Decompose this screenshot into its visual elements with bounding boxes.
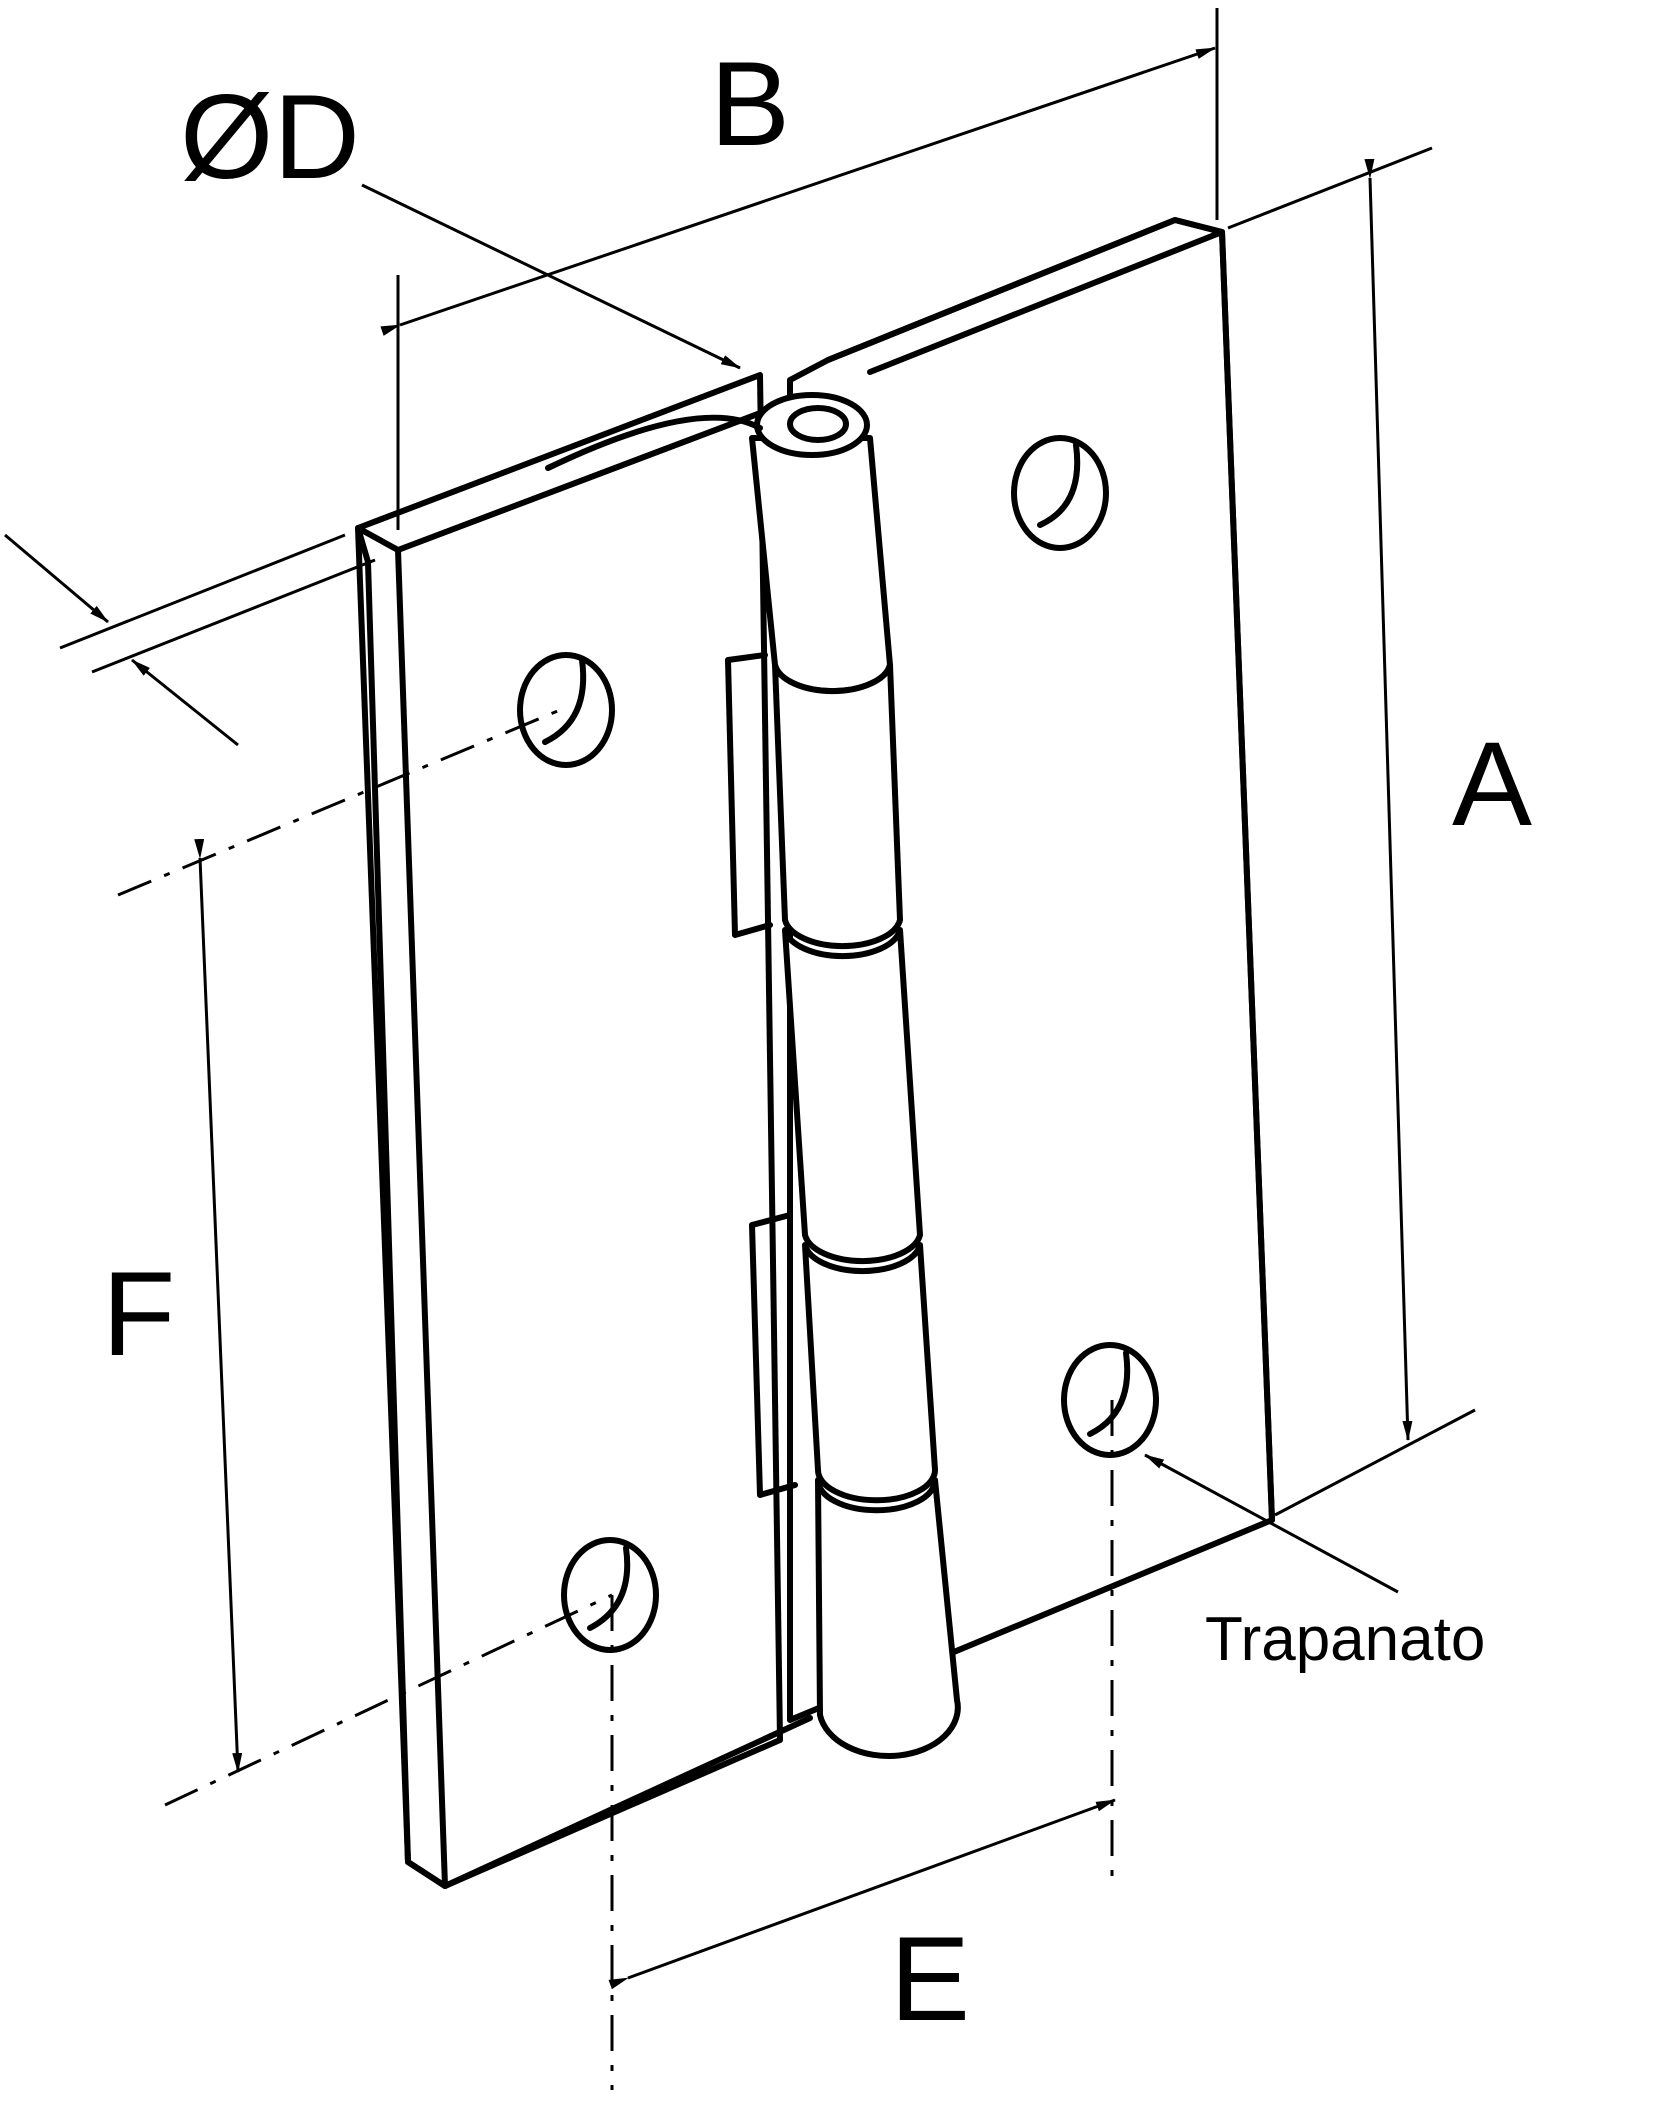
- left-leaf: [355, 372, 813, 1889]
- screw-hole-bottom-right-icon: [1061, 1342, 1159, 1458]
- label-D: ØD: [180, 70, 360, 204]
- dimension-thickness: [4, 533, 376, 747]
- dimension-E: [608, 1798, 1116, 1990]
- drilled-leader: [1144, 1453, 1399, 1594]
- dimension-B: [380, 8, 1219, 530]
- label-B: B: [710, 37, 790, 171]
- screw-hole-top-left-icon: [517, 652, 615, 768]
- label-A: A: [1452, 717, 1532, 851]
- hinge-barrel: [545, 392, 961, 1759]
- dimension-F: [194, 838, 243, 1773]
- leaf-tabs: [725, 652, 798, 1498]
- screw-hole-top-right-icon: [1011, 435, 1109, 551]
- label-drilled: Trapanato: [1205, 1605, 1485, 1674]
- dimension-A: [1227, 146, 1476, 1517]
- label-E: E: [890, 1912, 970, 2046]
- dimension-D: [361, 183, 741, 370]
- label-F: F: [102, 1247, 175, 1381]
